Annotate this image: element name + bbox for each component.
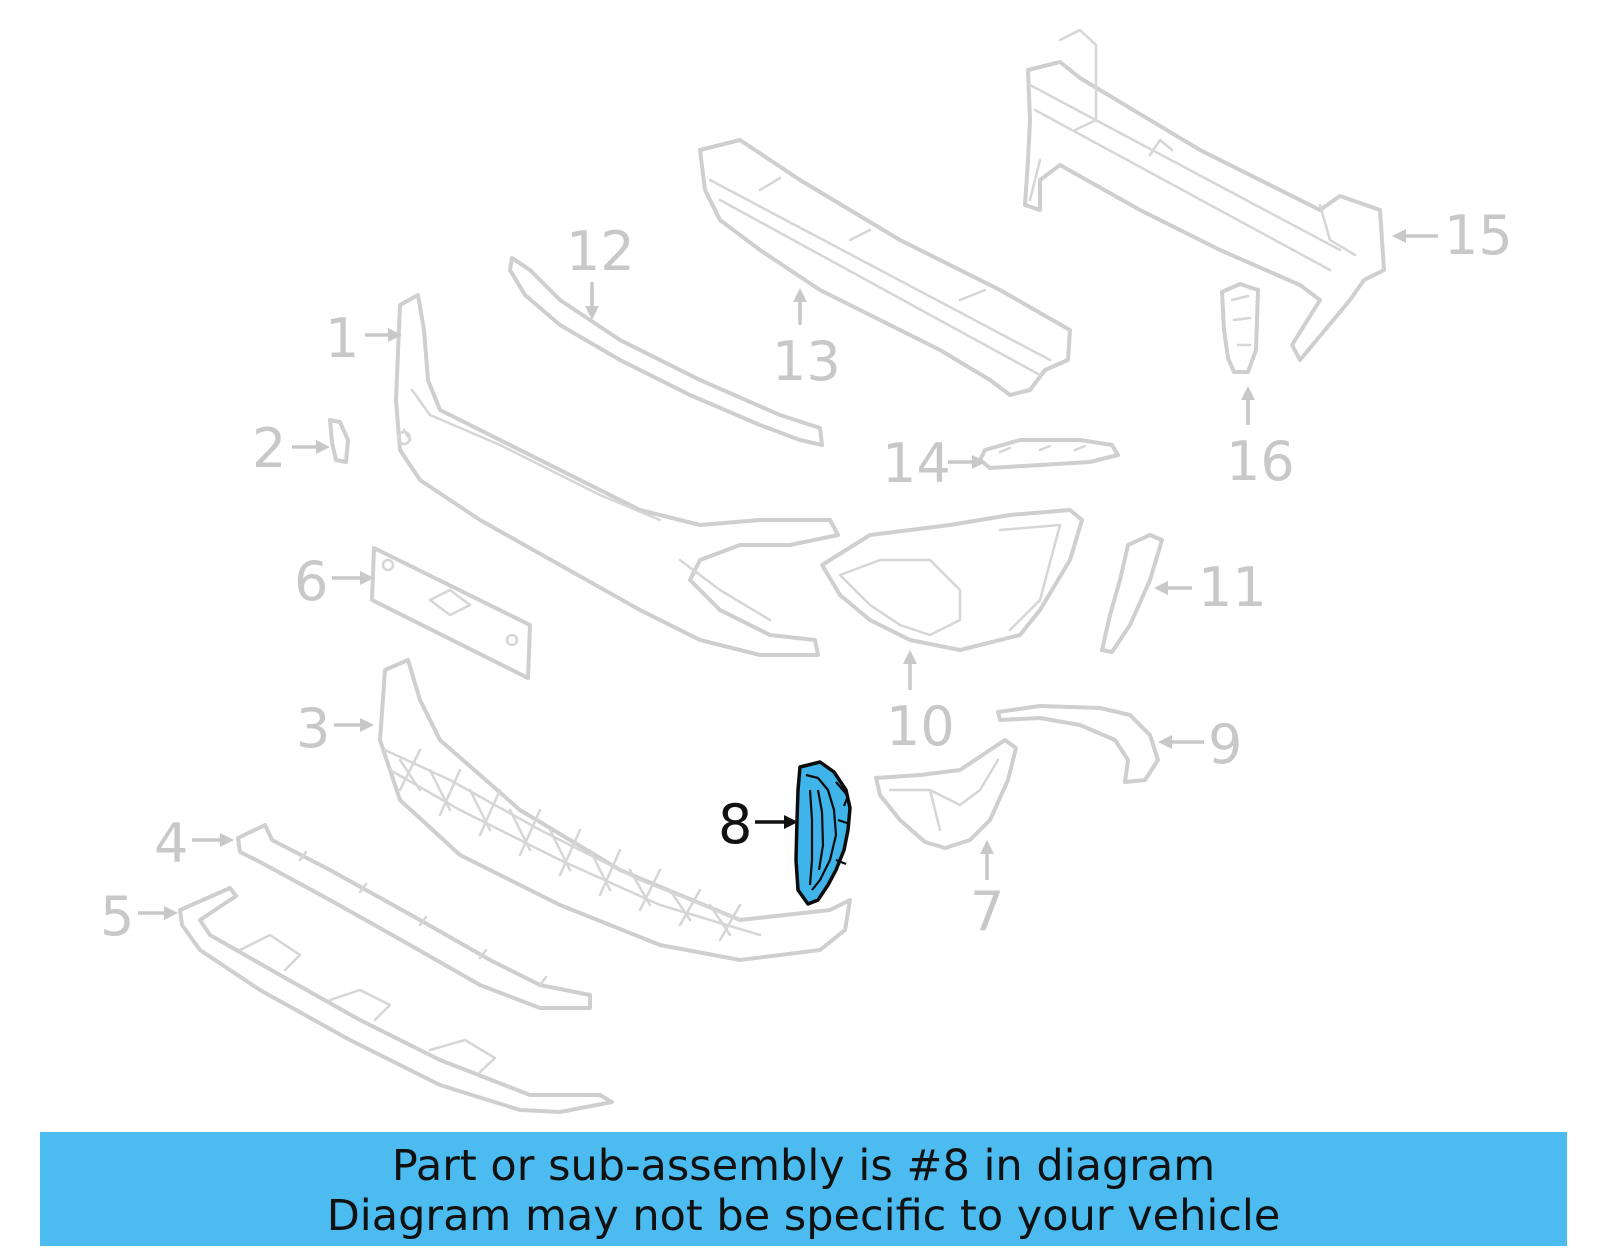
callout-16: 16 (1226, 386, 1295, 493)
part-3-lower-grille (378, 658, 852, 962)
svg-text:3: 3 (296, 697, 330, 760)
callout-5: 5 (100, 885, 178, 948)
svg-text:7: 7 (970, 880, 1004, 943)
svg-text:1: 1 (325, 307, 359, 370)
svg-text:10: 10 (886, 695, 955, 758)
part-8-highlighted-cover (794, 760, 852, 906)
svg-text:15: 15 (1444, 204, 1513, 267)
svg-text:5: 5 (100, 885, 134, 948)
part-10-lamp-housing (820, 508, 1084, 652)
callout-2: 2 (252, 417, 330, 480)
svg-text:12: 12 (566, 220, 635, 283)
svg-text:16: 16 (1226, 430, 1295, 493)
callout-10: 10 (886, 650, 955, 758)
part-16-bracket (1220, 282, 1260, 374)
callout-8: 8 (718, 793, 798, 856)
banner-line-2: Diagram may not be specific to your vehi… (326, 1191, 1281, 1241)
callout-6: 6 (294, 550, 374, 613)
part-9-garnish (996, 704, 1160, 784)
part-15-reinforcement-beam (1023, 28, 1386, 362)
callout-7: 7 (970, 840, 1004, 943)
callout-14: 14 (882, 432, 986, 495)
parts-diagram: 1 2 3 4 5 6 7 8 9 10 (100, 28, 1513, 1114)
callout-3: 3 (296, 697, 374, 760)
part-12-upper-molding (508, 256, 824, 447)
callout-1: 1 (325, 307, 402, 370)
part-11-side-bracket (1100, 533, 1164, 654)
part-2-clip (328, 418, 350, 464)
callout-15: 15 (1392, 204, 1513, 267)
callout-9: 9 (1158, 713, 1242, 776)
part-6-license-bracket (370, 546, 532, 680)
svg-text:13: 13 (772, 330, 841, 393)
part-4-lower-molding (236, 823, 592, 1010)
svg-text:11: 11 (1198, 556, 1267, 619)
banner-line-1: Part or sub-assembly is #8 in diagram (391, 1141, 1216, 1191)
info-banner: Part or sub-assembly is #8 in diagram Di… (40, 1132, 1567, 1246)
svg-text:8: 8 (718, 793, 752, 856)
svg-text:14: 14 (882, 432, 951, 495)
part-1-bumper-cover (394, 293, 840, 657)
svg-text:4: 4 (154, 812, 188, 875)
part-7-fog-bezel (874, 738, 1018, 850)
part-14-bracket (978, 438, 1120, 470)
part-5-skid-plate (178, 886, 614, 1114)
svg-text:6: 6 (294, 550, 328, 613)
callout-11: 11 (1154, 556, 1267, 619)
callout-13: 13 (772, 288, 841, 393)
part-13-absorber (698, 138, 1072, 397)
svg-text:9: 9 (1208, 713, 1242, 776)
svg-text:2: 2 (252, 417, 286, 480)
callout-12: 12 (566, 220, 635, 320)
callout-4: 4 (154, 812, 234, 875)
